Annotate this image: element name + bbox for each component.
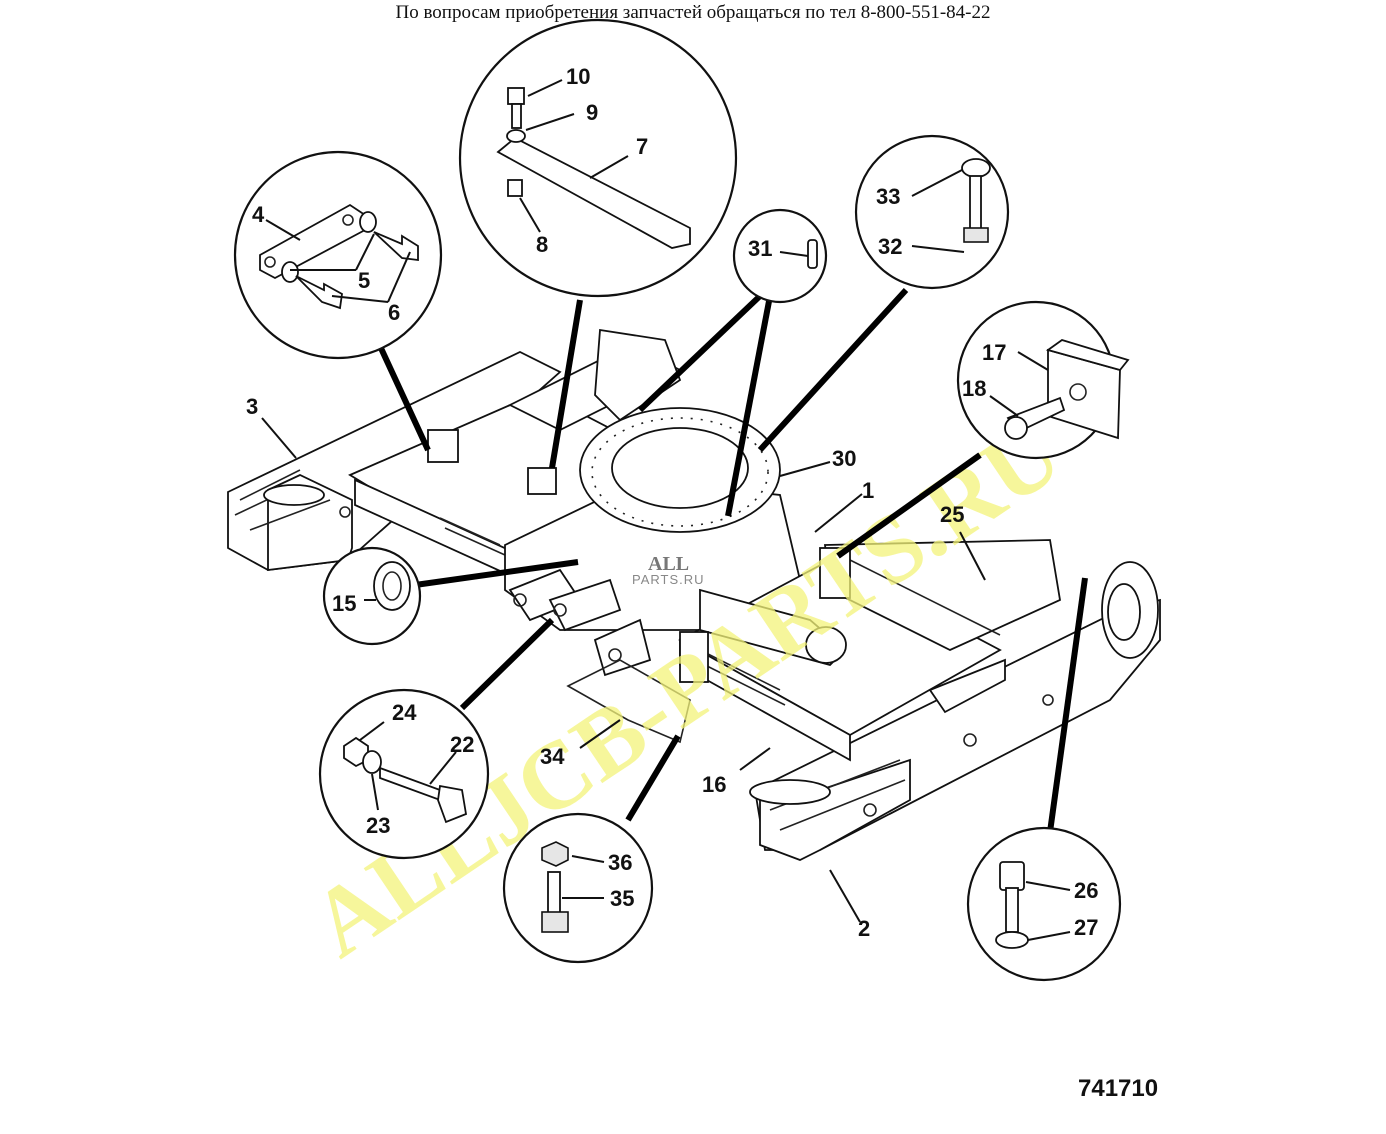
guard-plate: [566, 659, 691, 744]
callout-26: 26: [1074, 878, 1098, 903]
callout-2: 2: [858, 916, 870, 941]
callout-33: 33: [876, 184, 900, 209]
callout-9: 9: [586, 100, 598, 125]
callout-4: 4: [252, 202, 265, 227]
callout-22: 22: [450, 732, 474, 757]
callout-32: 32: [878, 234, 902, 259]
callout-27: 27: [1074, 915, 1098, 940]
detail-bubble-22-23-24: [318, 688, 490, 860]
callout-numbers: 1 2 3 4 5 6 7 8 9 10 15 16 17 18 22 23 2…: [246, 64, 1098, 941]
header-phone-note: По вопросам приобретения запчастей обращ…: [395, 2, 991, 23]
callout-10: 10: [566, 64, 590, 89]
callout-35: 35: [610, 886, 634, 911]
callout-6: 6: [388, 300, 400, 325]
callout-1: 1: [862, 478, 874, 503]
callout-17: 17: [982, 340, 1006, 365]
callout-3: 3: [246, 394, 258, 419]
callout-31: 31: [748, 236, 772, 261]
callout-15: 15: [332, 591, 356, 616]
callout-8: 8: [536, 232, 548, 257]
detail-bubble-26-27: [966, 826, 1122, 982]
main-frame: [227, 328, 1161, 861]
callout-16: 16: [702, 772, 726, 797]
drawing-number: 741710: [1078, 1075, 1158, 1102]
callout-18: 18: [962, 376, 986, 401]
detail-bubble-35-36: [502, 812, 654, 964]
callout-30: 30: [832, 446, 856, 471]
callout-34: 34: [540, 744, 565, 769]
watermark-center-top: ALL: [648, 553, 689, 575]
detail-bubble-7-8-9-10: [458, 18, 738, 298]
detail-bubble-32-33: [854, 134, 1010, 290]
callout-23: 23: [366, 813, 390, 838]
callout-36: 36: [608, 850, 632, 875]
callout-24: 24: [392, 700, 417, 725]
bubble-pointers: [377, 287, 1088, 833]
watermark-center-bottom: PARTS.RU: [632, 572, 705, 587]
detail-bubble-31: [732, 208, 828, 304]
detail-bubble-4-5-6: [233, 150, 443, 360]
callout-25: 25: [940, 502, 964, 527]
detail-bubble-15: [322, 546, 422, 646]
callout-5: 5: [358, 268, 370, 293]
leader-lines: [261, 417, 986, 923]
callout-7: 7: [636, 134, 648, 159]
detail-bubble-17-18: [956, 300, 1130, 460]
